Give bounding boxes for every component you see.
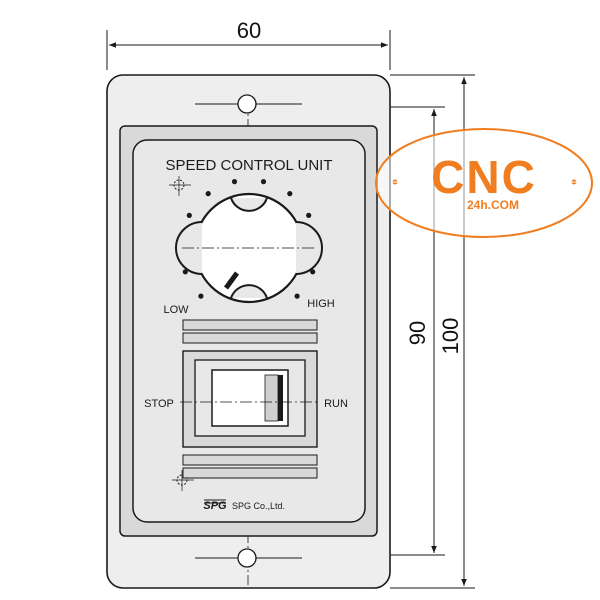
switch-rocker-highlight (264, 374, 279, 422)
knob-scale-dot (306, 212, 312, 218)
knob-scale-dot (231, 179, 238, 185)
height-inner-label: 90 (405, 321, 430, 345)
panel-title: SPEED CONTROL UNIT (166, 157, 333, 174)
switch-lower-ribs (182, 454, 318, 479)
watermark-sub: 24h.COM (467, 198, 519, 212)
stop-run-switch[interactable] (180, 350, 320, 448)
knob-scale-dot (260, 179, 267, 185)
switch-stop-label: STOP (144, 398, 174, 410)
svg-text:SPG: SPG (203, 500, 227, 512)
knob-scale-dot (198, 293, 204, 299)
knob-scale-dot (205, 191, 211, 197)
knob-scale-dot (310, 269, 316, 275)
knob-scale-dot (294, 293, 300, 299)
maker-logo: SPG SPG Co.,Ltd. (203, 499, 285, 512)
knob-scale-dot (287, 191, 293, 197)
watermark-main: CNC (431, 151, 537, 203)
top-mounting-hole (195, 94, 302, 114)
speed-knob[interactable] (175, 179, 323, 304)
lower-screw-mark (172, 470, 194, 491)
knob-scale-dot (182, 269, 188, 275)
knob-pointer (223, 271, 240, 290)
switch-rocker-edge (278, 375, 283, 421)
knob-scale-dot (186, 212, 192, 218)
switch-upper-ribs (182, 319, 318, 344)
bottom-mounting-hole (195, 548, 302, 568)
height-outer-label: 100 (438, 318, 463, 355)
width-dimension-label: 60 (237, 18, 261, 43)
switch-run-label: RUN (324, 398, 348, 410)
maker-name: SPG Co.,Ltd. (232, 501, 285, 511)
cnc-watermark-logo: CNC 24h.COM (375, 128, 593, 238)
spg-logo-mark: SPG (203, 499, 227, 512)
knob-low-label: LOW (163, 304, 189, 316)
width-dimension: 60 (106, 18, 391, 70)
upper-screw-mark (169, 176, 191, 196)
knob-high-label: HIGH (307, 298, 335, 310)
